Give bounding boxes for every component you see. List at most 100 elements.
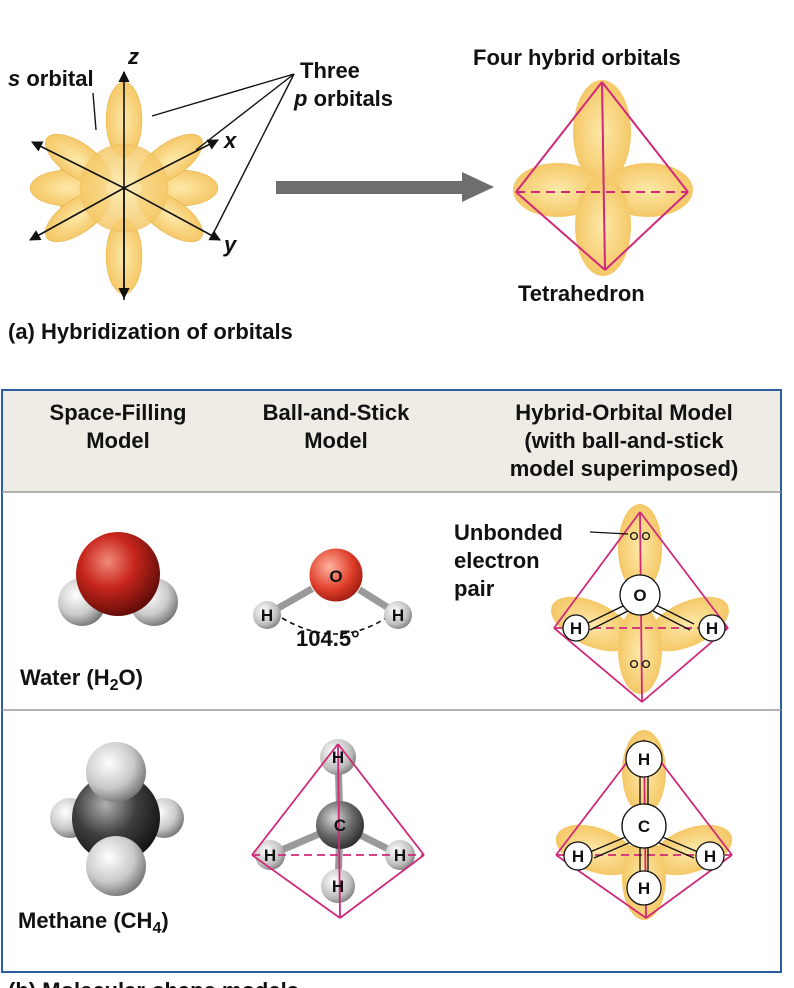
hybrid-orbital-lobe (618, 606, 662, 694)
water-hybrid-h-right: H (706, 619, 718, 638)
tetra-edge (553, 627, 643, 703)
tetra-edge (251, 854, 341, 919)
hydrogen-atom (695, 841, 725, 871)
tetra-edge (251, 743, 339, 856)
water-hybrid-orbital-model (551, 504, 729, 703)
hydrogen-sphere (86, 836, 146, 896)
methane-h-bottom: H (332, 877, 344, 896)
methane-hybrid-h-bottom: H (638, 879, 650, 898)
tetra-edge (601, 81, 689, 193)
hydrogen-atom (562, 614, 590, 642)
water-name-end: O) (119, 665, 143, 690)
header-space-filling-line1: Space-Filling (50, 400, 187, 425)
hydrogen-atom (625, 740, 663, 778)
bond-angle-arc (281, 617, 387, 635)
electron (641, 531, 651, 541)
axis-upper-left (30, 141, 125, 189)
carbon-atom (621, 803, 667, 849)
carbon-atom (316, 801, 364, 849)
s-orbital-leader (92, 92, 97, 131)
unbonded-label-line2: electron (454, 548, 540, 573)
bond (585, 604, 626, 625)
carbon-sphere (72, 774, 160, 862)
methane-c-label: C (334, 816, 346, 835)
bond (652, 610, 691, 631)
header-hybrid-line2: (with ball-and-stick (524, 428, 724, 453)
methane-h-top: H (332, 748, 344, 767)
four-hybrid-label: Four hybrid orbitals (473, 45, 681, 70)
table-border (1, 389, 782, 973)
p-orbital-leader (151, 73, 295, 117)
tetra-edge (515, 191, 606, 271)
water-ball-stick-model (253, 547, 412, 635)
bond (593, 841, 632, 859)
methane-name-end: ) (161, 908, 168, 933)
water-o-label: O (329, 567, 342, 586)
methane-label: Methane (CH4) (18, 908, 169, 937)
hybridization-arrow (276, 172, 494, 202)
tetra-edge (601, 81, 606, 271)
models-table (1, 389, 782, 973)
hydrogen-atom (384, 601, 412, 629)
methane-name: Methane (CH (18, 908, 152, 933)
hybrid-orbital-lobe (575, 176, 631, 276)
hydrogen-atom (321, 869, 355, 903)
three-label: Three (300, 58, 360, 83)
p-italic: p (293, 86, 307, 111)
methane-h-left: H (264, 846, 276, 865)
x-axis-label: x (223, 128, 237, 153)
water-space-filling-model (58, 532, 178, 626)
hydrogen-atom (698, 614, 726, 642)
electron (641, 659, 651, 669)
header-ball-stick-line1: Ball-and-Stick (263, 400, 410, 425)
s-orbital-label: s orbital (8, 66, 94, 91)
unbonded-pair-leader (589, 531, 629, 535)
hydrogen-atom (626, 870, 662, 906)
unbonded-label-line1: Unbonded (454, 520, 563, 545)
methane-hybrid-h-top: H (638, 750, 650, 769)
y-axis (123, 187, 221, 241)
table-header-bg (2, 390, 781, 492)
water-label: Water (H2O) (20, 665, 143, 694)
hydrogen-sphere (86, 742, 146, 802)
p-orbital-leader (213, 73, 295, 233)
bond (655, 604, 695, 625)
water-h-label-right: H (392, 606, 404, 625)
tetrahedron-label: Tetrahedron (518, 281, 645, 306)
water-name: Water (H (20, 665, 110, 690)
header-hybrid-line3: model superimposed) (510, 456, 739, 481)
tetra-edge (515, 81, 603, 193)
p-orbital-leader (195, 73, 295, 151)
water-hybrid-h-left: H (570, 619, 582, 638)
s-orbital-text: orbital (20, 66, 93, 91)
electron (629, 531, 639, 541)
sp3-orbital-cluster (29, 70, 295, 300)
hydrogen-atom (253, 601, 281, 629)
methane-hybrid-h-right: H (704, 847, 716, 866)
tetra-edge (553, 511, 641, 629)
electron (629, 659, 639, 669)
bond-angle-label: 104.5° (296, 626, 360, 651)
methane-subscript: 4 (152, 920, 161, 937)
oxygen-atom (619, 574, 661, 616)
tetra-edge (604, 191, 689, 271)
bond (589, 835, 629, 853)
header-ball-stick-line2: Model (304, 428, 368, 453)
tetra-edge (339, 854, 425, 919)
x-axis-negative (29, 187, 125, 241)
p-orbitals-text: orbitals (307, 86, 393, 111)
methane-hybrid-h-left: H (572, 847, 584, 866)
y-axis-label: y (223, 232, 238, 257)
oxygen-atom (308, 547, 364, 603)
water-subscript: 2 (110, 677, 119, 694)
oxygen-sphere (76, 532, 160, 616)
x-axis (123, 139, 219, 189)
water-hybrid-o-label: O (633, 586, 646, 605)
bond (589, 610, 629, 631)
methane-hybrid-c-label: C (638, 817, 650, 836)
s-orbital-italic: s (8, 66, 20, 91)
methane-h-right: H (394, 846, 406, 865)
methane-space-filling-model (50, 742, 184, 896)
